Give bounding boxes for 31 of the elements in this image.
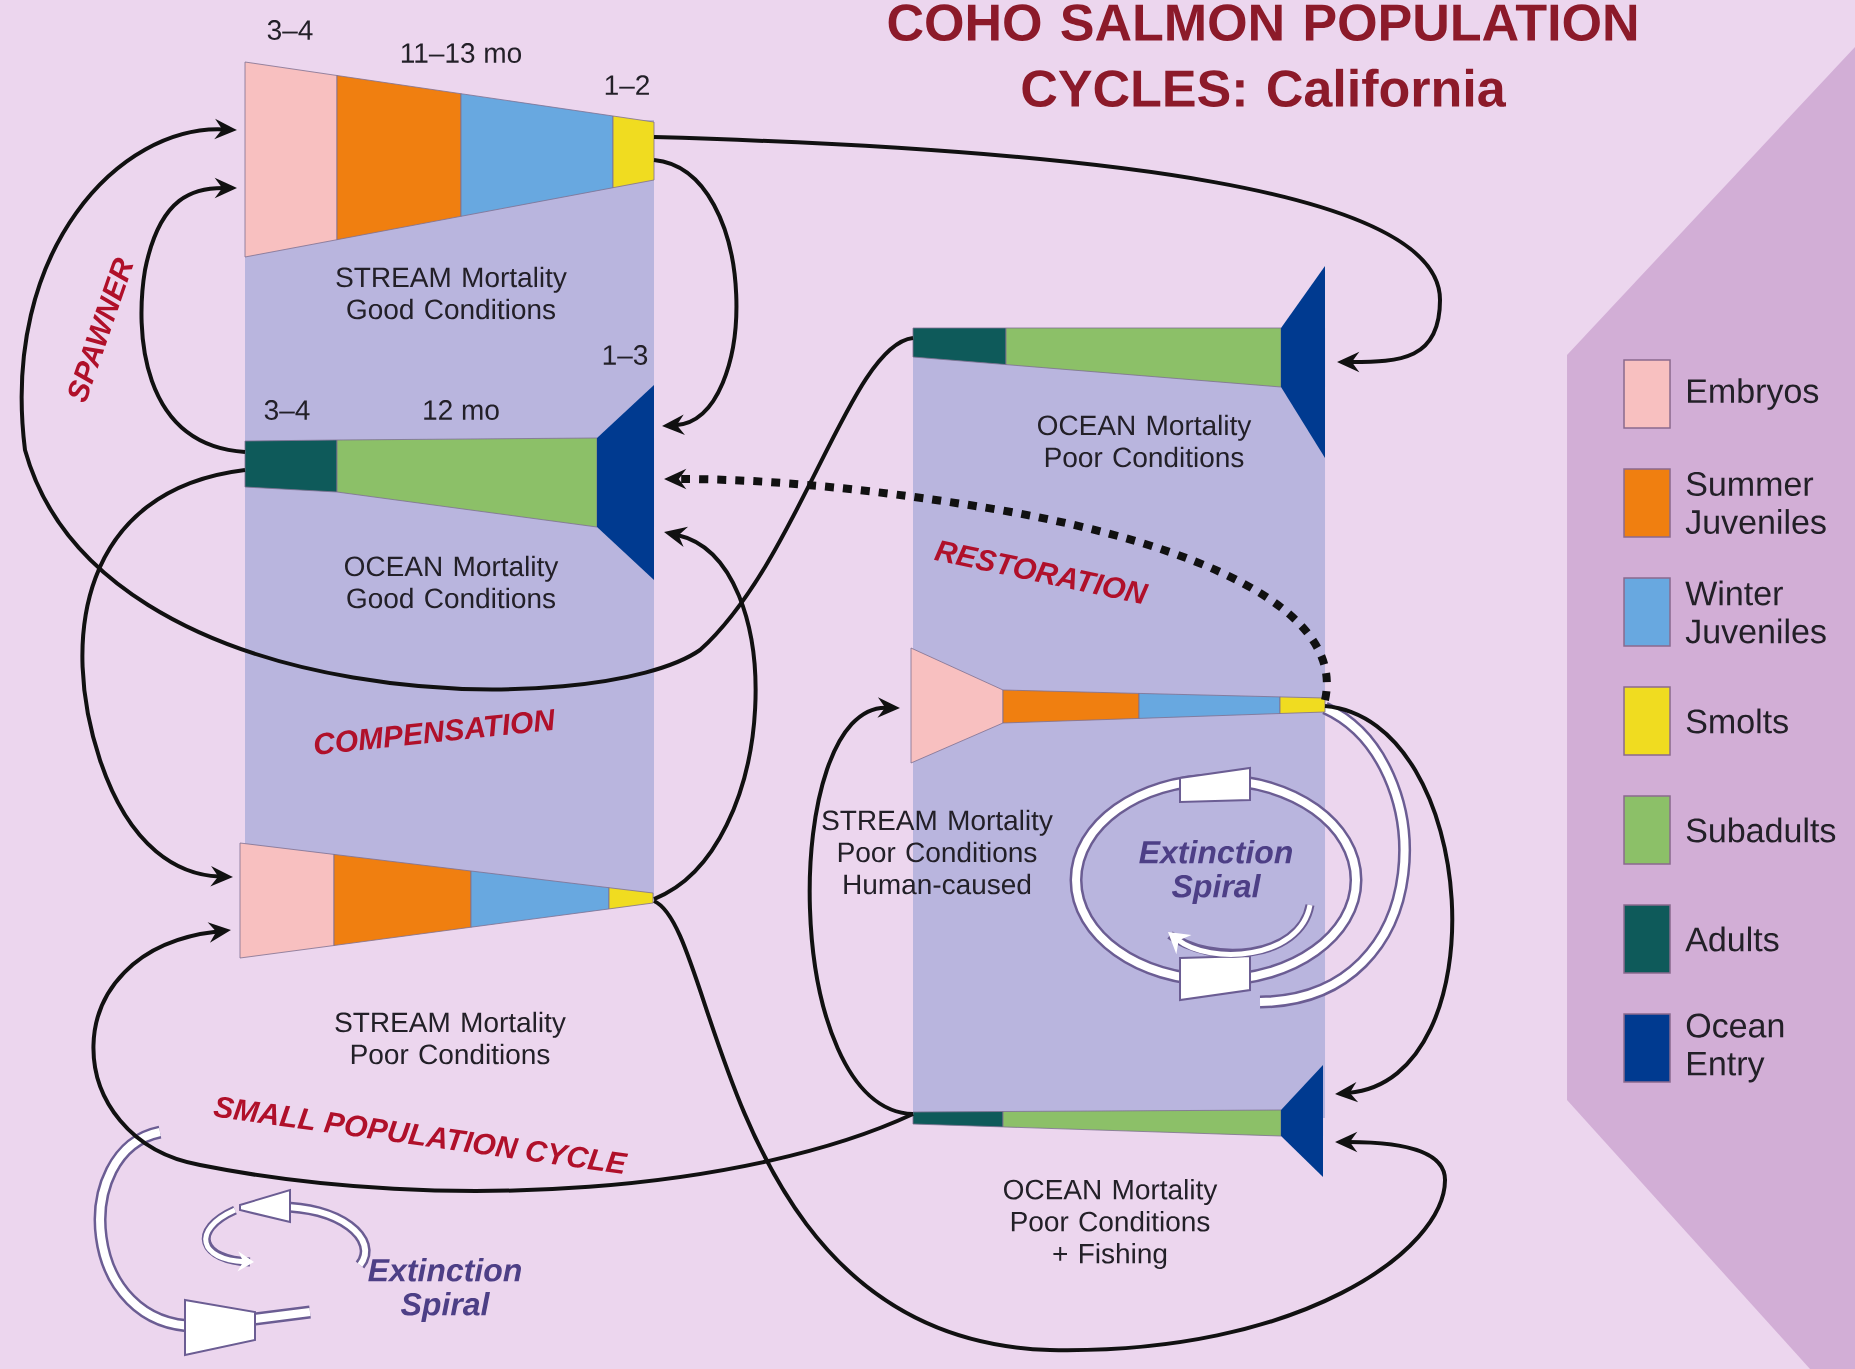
spiral-label: Extinction Spiral	[1139, 840, 1292, 904]
cycle-label: COMPENSATION	[314, 709, 555, 755]
mortality-label: STREAM Mortality Poor Conditions Human-caused	[822, 809, 1053, 895]
age-label: 1–2	[605, 75, 649, 95]
age-label: 3–4	[264, 400, 310, 420]
arrow	[652, 899, 1447, 1352]
mortality-label: STREAM Mortality Good Conditions	[336, 266, 567, 320]
mortality-label: OCEAN Mortality Poor Conditions	[1038, 414, 1252, 468]
age-label: 12 mo	[424, 400, 499, 420]
legend-item: Smolts	[1623, 686, 1788, 756]
mortality-label: OCEAN Mortality Good Conditions	[345, 555, 559, 609]
title: COHO SALMON POPULATION CYCLES: California	[888, 4, 1637, 107]
legend-item: Summer Juveniles	[1623, 468, 1826, 538]
age-label: 11–13 mo	[401, 43, 521, 63]
age-label: 1–3	[603, 345, 648, 365]
legend-item: Winter Juveniles	[1623, 577, 1826, 647]
mortality-label: STREAM Mortality Poor Conditions	[335, 1011, 566, 1065]
arrow	[1324, 704, 1454, 1103]
arrow	[653, 135, 1442, 373]
legend-item: Adults	[1623, 904, 1779, 974]
legend-item: Subadults	[1623, 795, 1836, 865]
arrow	[653, 158, 739, 435]
arrow	[808, 697, 914, 1116]
legend-item: Ocean Entry	[1623, 1013, 1784, 1083]
legend-item: Embryos	[1623, 359, 1819, 429]
cycle-label: SMALL POPULATION CYCLE	[213, 1097, 629, 1174]
spiral-label: Extinction Spiral	[368, 1258, 521, 1322]
arrow	[20, 118, 914, 691]
mortality-label: OCEAN Mortality Poor Conditions + Fishing	[1004, 1179, 1218, 1270]
arrow	[91, 922, 914, 1193]
arrow	[139, 177, 246, 454]
